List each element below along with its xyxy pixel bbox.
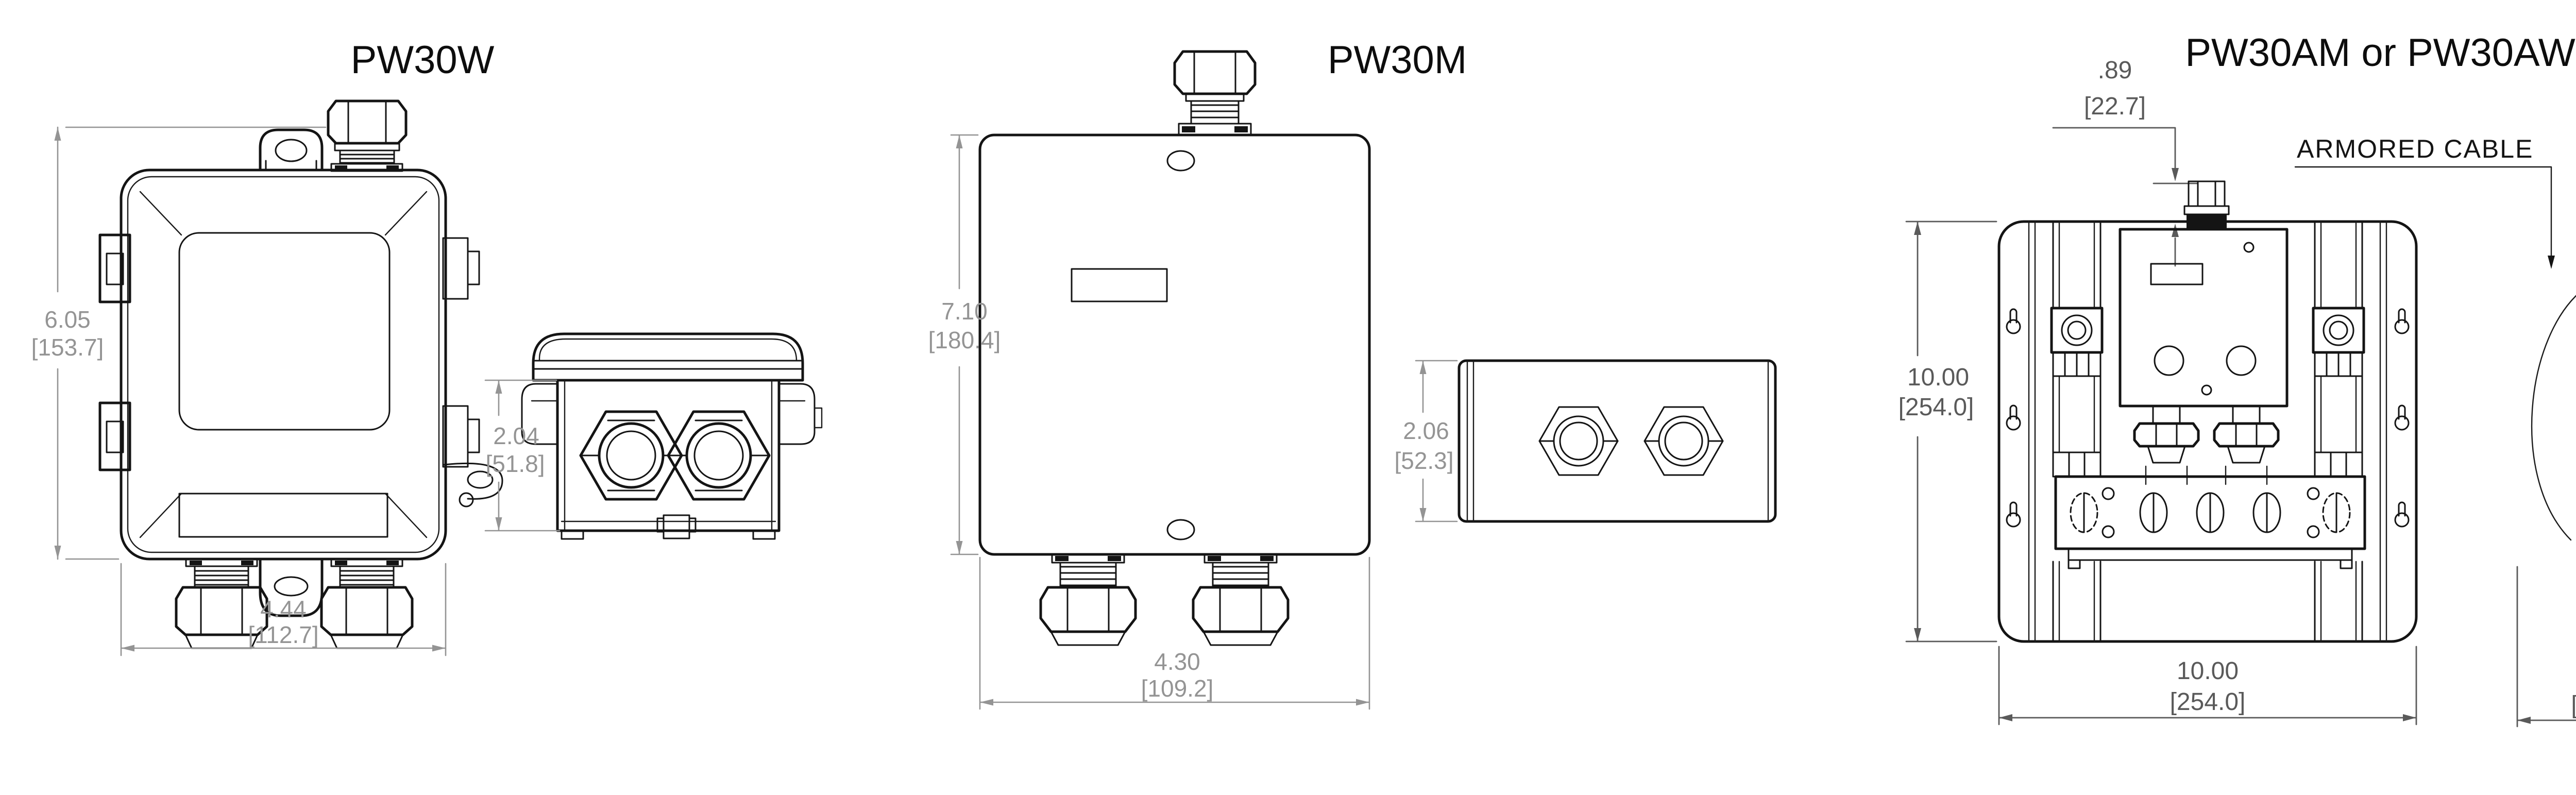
pw30w-dim-depth: 2.04 [51.8] [484, 379, 561, 532]
pw30m-bottom-cable-glands [1039, 553, 1290, 646]
pw30w-side-latches [521, 383, 823, 445]
pw30w-top-cable-gland [327, 99, 408, 172]
pw30w-height-mm: [153.7] [31, 334, 104, 361]
pw30m-width-mm: [109.2] [1141, 675, 1214, 702]
pw30am-height-mm: [254.0] [1899, 394, 1974, 421]
pw30am-gland-mm: [22.7] [2084, 93, 2146, 120]
pw30m-side-glands [1538, 406, 1724, 476]
pw30w-dim-height: 6.05 [153.7] [31, 126, 327, 560]
pw30m-front-view [978, 50, 1371, 646]
pw30w-side-view [521, 332, 823, 540]
pw30m-side-view [1458, 359, 1777, 523]
pw30am-width-in: 10.00 [2177, 657, 2239, 685]
pw30am-dim-width: 10.00 [254.0] [1998, 646, 2417, 725]
pw30am-pipe-clamps [2050, 307, 2365, 377]
pw30w-depth-in: 2.04 [493, 422, 539, 449]
pw30am-gland-in: .89 [2098, 57, 2132, 84]
pw30w-width-in: 4.44 [260, 596, 307, 622]
pw30m-dim-depth: 2.06 [52.3] [1394, 360, 1458, 522]
pw30am-terminal-block [2054, 475, 2366, 569]
pw30w-right-hinge-tabs [442, 237, 503, 508]
pw30w-top-lug [259, 128, 324, 172]
pw30m-dim-height: 7.10 [180.4] [928, 134, 1001, 555]
pw30am-side-view [2531, 295, 2576, 541]
pw30m-depth-in: 2.06 [1403, 417, 1449, 444]
pw30am-dim-height: 10.00 [254.0] [1899, 221, 1997, 642]
pw30am-rails [2052, 221, 2363, 642]
pw30am-width-mm: [254.0] [2170, 688, 2246, 716]
armored-cable-loop [2531, 295, 2576, 541]
pw30w-width-mm: [112.7] [248, 621, 318, 648]
pw30am-device-box [2119, 228, 2289, 408]
pw30m-height-mm: [180.4] [928, 327, 1001, 353]
pw30w-height-in: 6.05 [44, 306, 91, 333]
pw30w-title: PW30W [351, 38, 495, 82]
pw30am-keyhole-slots [2006, 308, 2410, 528]
pw30am-dim-gland: .89 [22.7] [2052, 57, 2198, 267]
pw30m-top-cable-gland [1173, 50, 1257, 136]
pw30w-depth-mm: [51.8] [485, 450, 545, 477]
pw30am-drawing: PW30AM or PW30AW .89 [22.7] [1899, 31, 2576, 728]
pw30am-depth-mm: [114.3] [2571, 691, 2576, 719]
pw30w-left-mounting-tabs [98, 233, 131, 471]
pw30am-dim-depth: 4.50 [114.3] [2516, 566, 2576, 728]
pw30am-armored-cable-callout: ARMORED CABLE [2294, 134, 2555, 269]
pw30w-drawing: PW30W [31, 38, 823, 656]
pw30m-title: PW30M [1328, 38, 1467, 82]
pw30am-top-cable-gland [2183, 180, 2230, 229]
pw30am-rail-blocks [2052, 451, 2363, 478]
pw30m-width-in: 4.30 [1154, 648, 1200, 675]
pw30m-height-in: 7.10 [941, 298, 988, 325]
armored-cable-label: ARMORED CABLE [2297, 134, 2533, 163]
pw30w-dim-width: 4.44 [112.7] [120, 563, 447, 656]
pw30m-dim-width: 4.30 [109.2] [979, 556, 1370, 710]
pw30m-drawing: PW30M [928, 38, 1777, 710]
pw30am-lower-cable-glands [2133, 405, 2280, 485]
pw30w-front-view [98, 99, 503, 649]
pw30am-title: PW30AM or PW30AW [2185, 31, 2575, 75]
pw30am-height-in: 10.00 [1907, 364, 1969, 391]
pw30am-front-view [1997, 180, 2418, 643]
pw30m-depth-mm: [52.3] [1394, 447, 1453, 474]
pw30w-side-glands [579, 410, 771, 501]
